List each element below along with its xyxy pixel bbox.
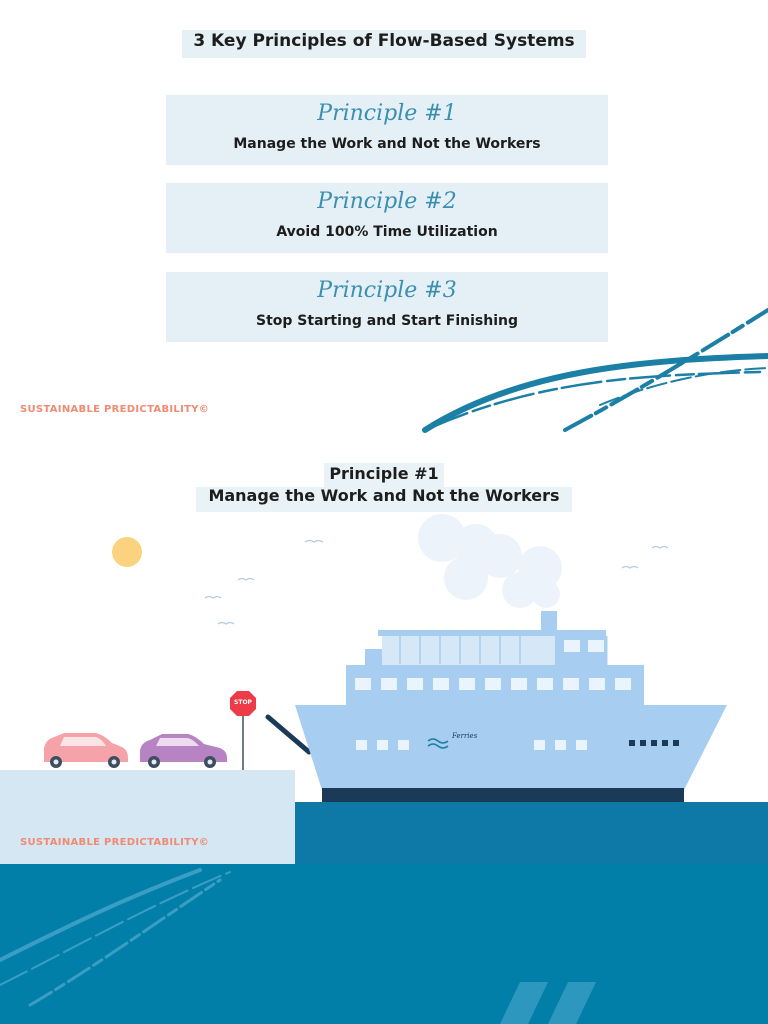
principle-card-1: Principle #1 Manage the Work and Not the… bbox=[166, 95, 608, 165]
section-title-highlight bbox=[324, 463, 444, 487]
section-title: Principle #1 bbox=[329, 464, 439, 483]
ferries-logo-icon bbox=[427, 738, 449, 749]
brand-watermark: SUSTAINABLE PREDICTABILITY© bbox=[20, 837, 210, 848]
quote-mark-decoration bbox=[500, 982, 596, 1024]
stop-sign bbox=[230, 691, 256, 770]
sea bbox=[295, 802, 768, 864]
principle-script-label: Principle #3 bbox=[317, 278, 457, 303]
section-subtitle: Manage the Work and Not the Workers bbox=[208, 486, 560, 505]
sun-icon bbox=[112, 537, 142, 567]
wave-stroke-decoration bbox=[0, 868, 231, 1007]
dock bbox=[0, 770, 295, 864]
brush-stroke-decoration bbox=[422, 308, 768, 433]
title-highlight bbox=[182, 30, 586, 58]
section-subtitle-highlight bbox=[196, 487, 572, 512]
principle-text: Manage the Work and Not the Workers bbox=[233, 136, 541, 152]
stop-sign-label: STOP bbox=[234, 699, 252, 706]
pink-car bbox=[44, 733, 128, 768]
ramp bbox=[265, 714, 312, 755]
purple-car bbox=[140, 734, 227, 768]
ship-name: Ferries bbox=[452, 732, 478, 740]
birds-icon bbox=[204, 539, 669, 625]
deep-sea bbox=[0, 864, 768, 1024]
principle-card-2: Principle #2 Avoid 100% Time Utilization bbox=[166, 183, 608, 253]
brand-watermark: SUSTAINABLE PREDICTABILITY© bbox=[20, 404, 210, 415]
principle-text: Avoid 100% Time Utilization bbox=[276, 224, 498, 240]
principle-card-3: Principle #3 Stop Starting and Start Fin… bbox=[166, 272, 608, 342]
ferry-ship bbox=[295, 611, 727, 802]
page-title: 3 Key Principles of Flow-Based Systems bbox=[193, 31, 575, 51]
principle-script-label: Principle #1 bbox=[317, 101, 457, 126]
smoke-clouds bbox=[418, 514, 562, 608]
principle-script-label: Principle #2 bbox=[317, 189, 457, 214]
principle-text: Stop Starting and Start Finishing bbox=[256, 313, 518, 329]
